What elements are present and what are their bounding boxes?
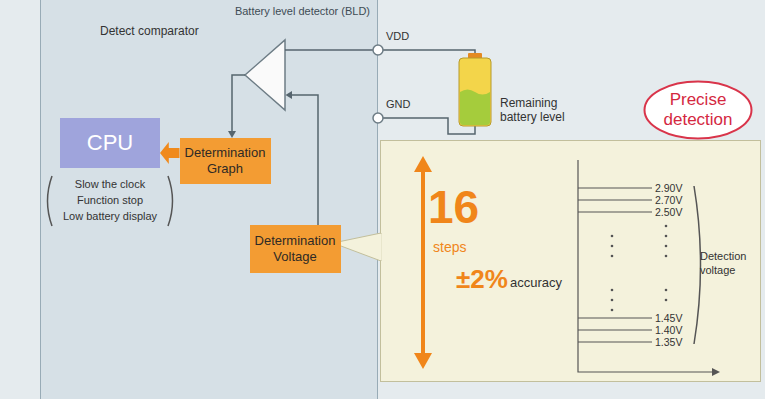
node-text: CPU xyxy=(87,131,133,155)
battery-body xyxy=(459,58,491,126)
text-label: Slow the clock xyxy=(75,178,145,191)
dot xyxy=(665,235,668,238)
text-label: 1.45V xyxy=(655,312,682,324)
node-text: Battery level detector (BLD) xyxy=(235,5,370,17)
ellipsis-dots xyxy=(611,225,668,312)
flow-arrow xyxy=(160,142,180,164)
arrowhead xyxy=(286,91,293,99)
text-label: VDD xyxy=(386,30,409,43)
axis xyxy=(578,160,712,372)
process-box: Determination Voltage xyxy=(250,225,341,273)
node-text: 16 xyxy=(428,184,479,230)
detail-panel xyxy=(381,141,761,382)
node-text: Determination Graph xyxy=(184,145,267,176)
dot xyxy=(665,245,668,248)
callout-ellipse: Precise detection xyxy=(643,80,753,140)
node-text: steps xyxy=(433,240,466,255)
vdd-wire xyxy=(383,50,475,53)
signal-wire xyxy=(232,75,245,131)
dot xyxy=(611,309,614,312)
dot xyxy=(611,299,614,302)
arrowhead xyxy=(228,131,236,138)
level-line xyxy=(578,318,652,319)
node-text: Detection voltage xyxy=(700,250,758,278)
dot xyxy=(665,255,668,258)
arrowhead xyxy=(712,368,720,376)
arrowhead xyxy=(414,156,432,172)
dot xyxy=(611,255,614,258)
level-line xyxy=(578,342,652,343)
text-label: 1.35V xyxy=(655,336,682,348)
level-lines xyxy=(578,188,652,342)
callout-joint xyxy=(380,234,382,260)
dot xyxy=(665,299,668,302)
signal-wire xyxy=(292,95,318,225)
arrowhead xyxy=(414,353,432,369)
comparator-symbol xyxy=(245,40,285,110)
text-label: Function stop xyxy=(77,194,143,207)
text-label: 2.50V xyxy=(655,206,682,218)
level-line xyxy=(578,330,652,331)
text-label: 2.70V xyxy=(655,194,682,206)
bld-panel xyxy=(41,0,378,399)
bracket xyxy=(694,186,701,344)
cpu-box: CPU xyxy=(60,118,160,168)
text-label: Detect comparator xyxy=(100,24,199,38)
text-label: Low battery display xyxy=(63,210,157,223)
node-text: accuracy xyxy=(510,276,562,289)
dot xyxy=(611,245,614,248)
node-text: ±2% xyxy=(456,266,508,292)
bracket xyxy=(168,176,173,226)
level-line xyxy=(578,200,652,201)
dot xyxy=(665,225,668,228)
bracket xyxy=(48,176,53,226)
terminal xyxy=(373,45,383,55)
dot xyxy=(611,289,614,292)
text-label: Remaining battery level xyxy=(500,96,584,125)
level-line xyxy=(578,188,652,189)
text-label: 1.40V xyxy=(655,324,682,336)
level-line xyxy=(578,212,652,213)
vdd-wire xyxy=(285,49,373,51)
process-box: Determination Graph xyxy=(180,138,271,184)
text-label: 2.90V xyxy=(655,182,682,194)
range-arrow xyxy=(421,170,425,355)
ellipse-shape xyxy=(645,82,752,139)
text-label: GND xyxy=(386,98,410,111)
node-text: Precise detection xyxy=(655,90,741,129)
terminal xyxy=(373,113,383,123)
dot xyxy=(611,235,614,238)
dot xyxy=(665,289,668,292)
battery-level xyxy=(460,90,490,126)
node-text: Determination Voltage xyxy=(254,233,337,264)
detail-block: 16 steps ±2%accuracy Detection voltage xyxy=(380,140,761,382)
